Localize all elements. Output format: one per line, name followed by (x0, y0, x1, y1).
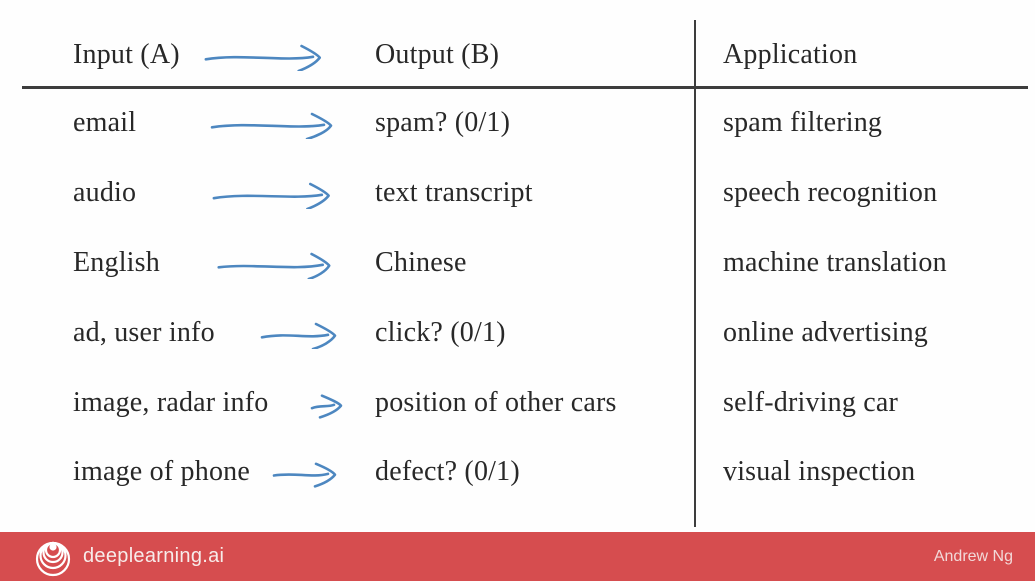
arrow-right-icon (208, 109, 348, 139)
input-cell: image of phone (73, 456, 250, 487)
output-cell: click? (0/1) (375, 317, 506, 348)
input-cell: email (73, 107, 137, 138)
input-cell: English (73, 247, 160, 278)
arrow-right-icon (272, 458, 352, 488)
table-row: audio text transcript speech recognition (0, 168, 1035, 218)
table-row: English Chinese machine translation (0, 238, 1035, 288)
application-cell: visual inspection (723, 456, 916, 487)
table-row: image, radar info position of other cars… (0, 378, 1035, 428)
header-input: Input (A) (73, 39, 180, 70)
arrow-right-icon (310, 389, 358, 419)
input-cell: image, radar info (73, 387, 269, 418)
header-divider-line (22, 86, 1028, 89)
application-cell: speech recognition (723, 177, 938, 208)
output-cell: defect? (0/1) (375, 456, 520, 487)
output-cell: position of other cars (375, 387, 617, 418)
table-header-row: Input (A) Output (B) Application (0, 30, 1035, 80)
author-label: Andrew Ng (933, 547, 1013, 565)
application-cell: spam filtering (723, 107, 883, 138)
application-cell: machine translation (723, 247, 947, 278)
deeplearning-logo-icon (35, 541, 71, 576)
output-cell: text transcript (375, 177, 533, 208)
header-application: Application (723, 39, 858, 70)
input-cell: audio (73, 177, 137, 208)
application-cell: online advertising (723, 317, 929, 348)
arrow-right-icon (202, 41, 336, 71)
table-row: email spam? (0/1) spam filtering (0, 98, 1035, 148)
arrow-right-icon (210, 179, 345, 209)
table-row: image of phone defect? (0/1) visual insp… (0, 447, 1035, 497)
arrow-right-icon (260, 319, 352, 349)
output-cell: Chinese (375, 247, 467, 278)
header-output: Output (B) (375, 39, 500, 70)
input-cell: ad, user info (73, 317, 215, 348)
table-row: ad, user info click? (0/1) online advert… (0, 308, 1035, 358)
column-divider-line (694, 20, 696, 527)
brand-label: deeplearning.ai (83, 545, 225, 567)
application-cell: self-driving car (723, 387, 899, 418)
footer-bar: deeplearning.ai Andrew Ng (0, 532, 1035, 581)
arrow-right-icon (215, 249, 345, 279)
output-cell: spam? (0/1) (375, 107, 511, 138)
